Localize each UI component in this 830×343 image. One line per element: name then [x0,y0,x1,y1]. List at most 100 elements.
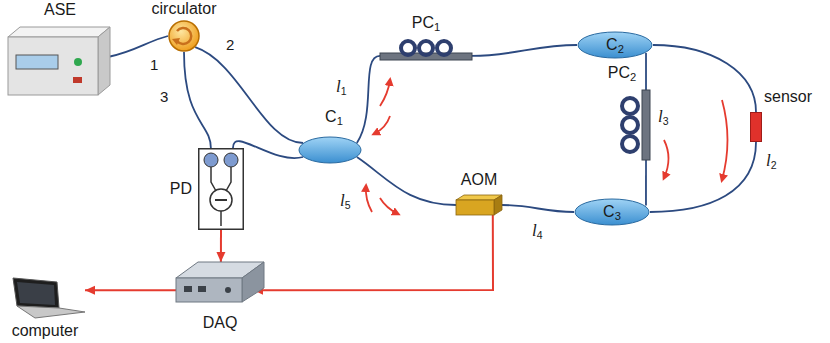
drawing-part [16,55,58,69]
text-part: l [336,77,341,96]
arrowhead [216,252,225,262]
drawing-part [226,167,231,191]
polarization-controller-outline [612,90,650,160]
drawing-part [401,41,415,55]
computer-icon-outline [5,278,85,320]
connector-line [645,53,647,90]
optical-fiber [502,205,574,212]
node-label: computer [12,322,79,340]
subscript: 4 [537,229,543,241]
drawing-part [169,21,199,51]
drawing-part [224,153,238,167]
node-label: C2 [606,36,624,54]
text-part: C [606,36,618,53]
light-source: ASE [8,25,112,95]
polarization-controller: PC1 [380,40,472,68]
arrowhead [85,286,95,295]
circulator-symbol: circulator [168,20,200,52]
drawing-part [210,189,232,211]
subscript: 2 [630,71,636,83]
drawing-part [642,90,650,160]
node-label: PC1 [412,14,440,32]
optical-fiber [646,53,647,90]
connector-line [184,52,211,148]
drawing-part [242,262,264,302]
connector-line [357,56,380,143]
port-number: 3 [160,88,168,106]
drawing-part [220,211,222,226]
drawing-part [456,200,494,215]
sensor-element: sensor [750,112,762,142]
signal-arrow [253,215,493,295]
node-label: AOM [461,171,497,189]
optical-fiber [357,157,456,205]
light-source-outline [8,25,112,95]
modulator-outline [456,195,502,215]
connector-line [110,36,168,57]
drawing-part [17,282,55,305]
text-part: l [340,191,345,210]
drawing-part [437,41,451,55]
drawing-part [622,117,638,133]
optical-fiber [110,36,168,57]
drawing-part [622,98,638,114]
optical-fiber [184,52,211,148]
direction-arrow [722,100,728,180]
direction-arrow [664,140,669,178]
coupler: C1 [298,136,362,164]
optical-fiber [357,56,380,143]
node-label: ASE [44,1,76,19]
subscript: 1 [337,115,343,127]
photodetector: PD [198,148,244,230]
connector-line [502,205,574,212]
drawing-part [176,278,242,302]
daq-device: DAQ [176,262,264,306]
fiber-length-label: l4 [532,222,543,240]
polarization-controller-outline [380,40,472,68]
text-part: C [603,203,615,220]
node-label: PC2 [608,64,636,82]
drawing-part [198,286,206,292]
drawing-part [225,287,231,293]
drawing-part [575,199,649,225]
text-part: l [658,107,663,126]
optical-fiber [653,45,756,112]
connector-line [357,157,456,205]
subscript: 2 [771,159,777,171]
coupler-outline [298,136,362,164]
drawing-part [299,137,361,163]
text-part: l [532,221,537,240]
drawing-part [211,167,216,191]
node-label: sensor [764,88,812,106]
drawing-part [578,32,652,58]
drawing-part [73,77,82,83]
direction-arrow [380,80,390,106]
connector-line [195,47,303,143]
connector-line [253,215,493,290]
sensor-element-outline [750,112,762,142]
subscript: 2 [618,43,624,55]
node-label: C3 [603,203,621,221]
text-part: l [766,151,771,170]
drawing-part [98,27,110,95]
connector-line [645,160,647,206]
connector-line [472,45,577,56]
drawing-part [215,199,227,201]
port-number: 1 [150,56,158,74]
signal-arrow [85,286,176,295]
coupler: C3 [574,198,650,226]
drawing-part [494,195,502,215]
connector-line [653,45,756,112]
drawing-part [74,58,82,66]
drawing-part [622,136,638,152]
subscript: 1 [341,85,347,97]
optical-fiber [195,47,303,143]
subscript: 3 [615,210,621,222]
port-number: 2 [226,36,234,54]
circulator-symbol-outline [168,20,200,52]
direction-arrow [380,198,398,214]
fiber-length-label: l1 [336,78,347,96]
node-label: circulator [152,0,217,18]
direction-arrow [374,116,390,134]
